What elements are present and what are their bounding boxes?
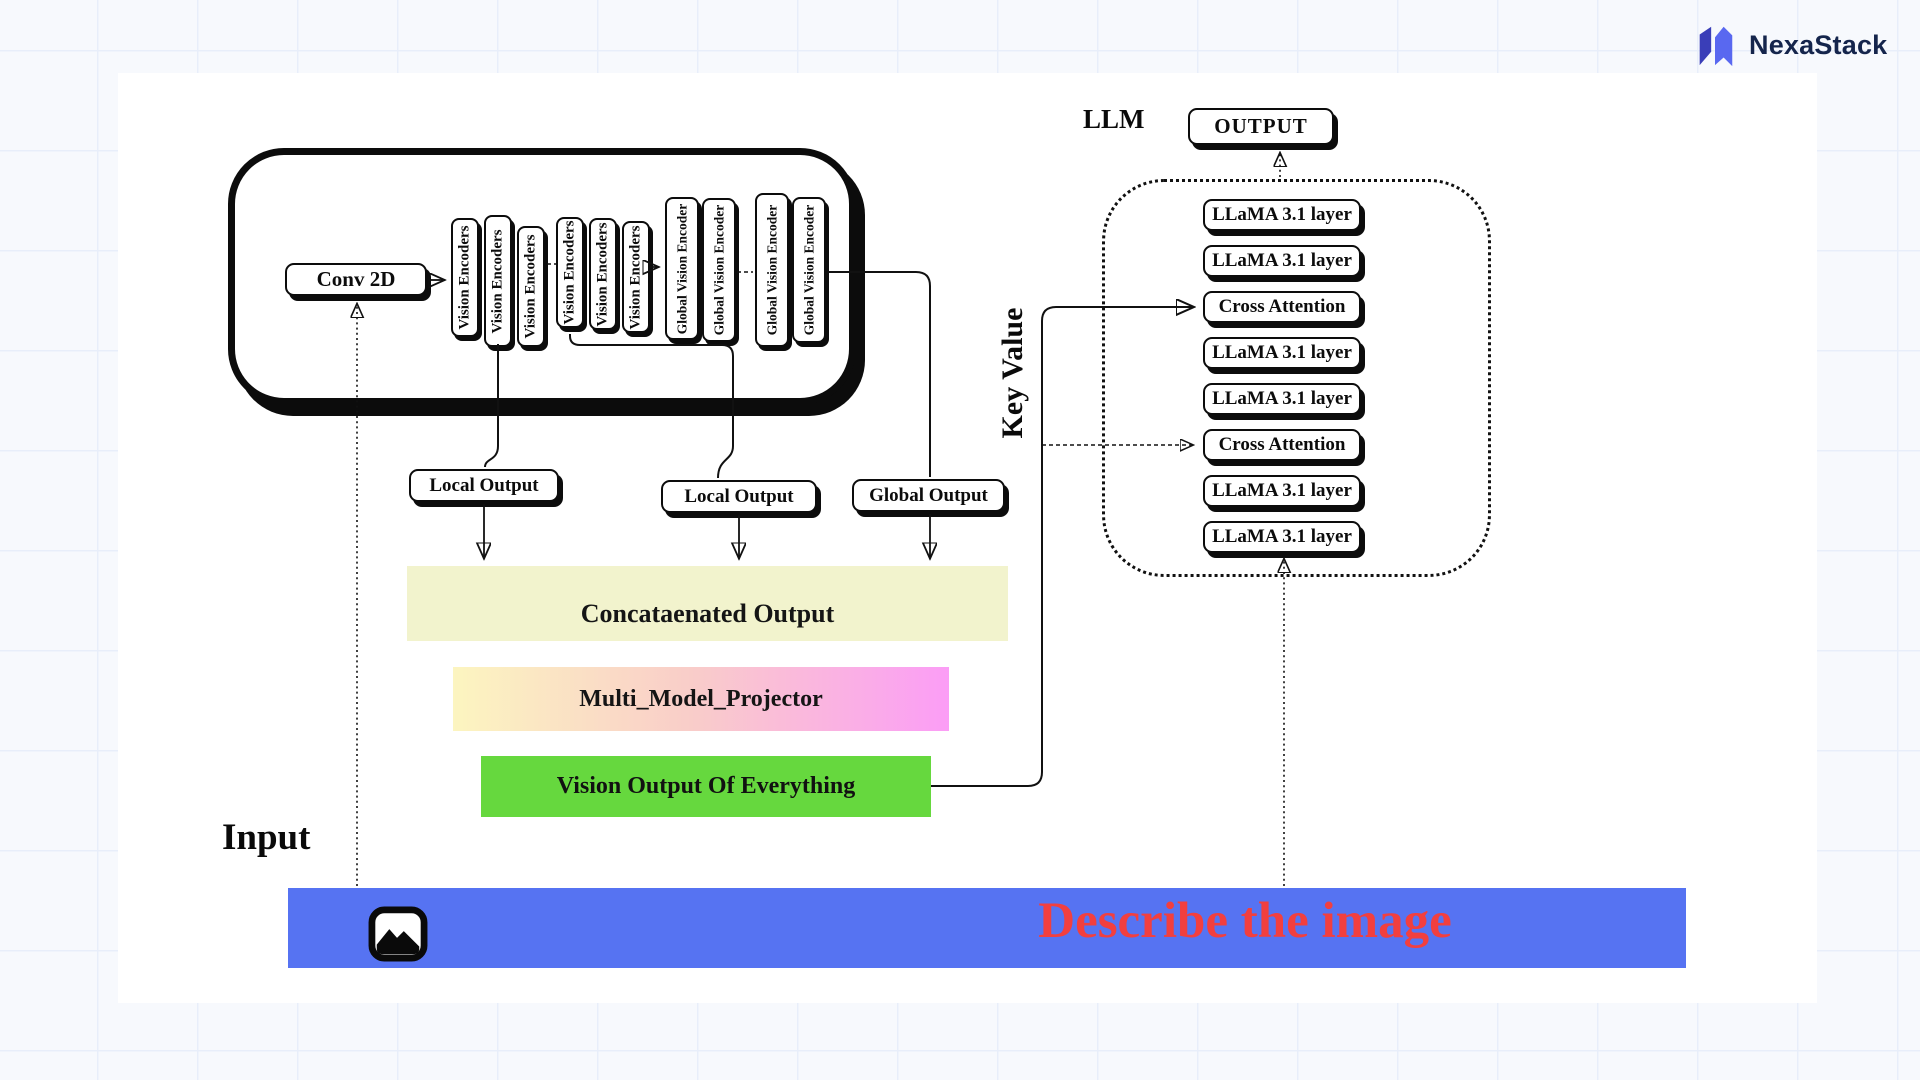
global-vision-encoder-label: Global Vision Encoder — [764, 204, 779, 336]
vision-encoder-label: Vision Encoders — [456, 225, 473, 330]
cross-attention-box: Cross Attention — [1203, 291, 1361, 323]
key-value-label: Key Value — [996, 307, 1029, 439]
llm-layer-label: LLaMA 3.1 layer — [1212, 342, 1352, 363]
llm-layer-label: LLaMA 3.1 layer — [1212, 480, 1352, 501]
prompt-text: Describe the image — [1038, 893, 1452, 949]
global-output-box: Global Output — [852, 479, 1005, 512]
input-label: Input — [222, 817, 311, 858]
local-output-1-label: Local Output — [429, 474, 539, 496]
vision-encoders-box: Vision Encoders — [484, 215, 512, 347]
llama-3-1-layer-box: LLaMA 3.1 layer — [1203, 245, 1361, 277]
local-output-2-label: Local Output — [684, 485, 794, 507]
llama-3-1-layer-box: LLaMA 3.1 layer — [1203, 521, 1361, 553]
llama-3-1-layer-box: LLaMA 3.1 layer — [1203, 337, 1361, 369]
vision-encoder-label: Vision Encoders — [561, 220, 578, 325]
llm-layer-label: LLaMA 3.1 layer — [1212, 526, 1352, 547]
global-vision-encoder-box: Global Vision Encoder — [665, 197, 699, 340]
llm-layer-label: LLaMA 3.1 layer — [1212, 388, 1352, 409]
llama-3-1-layer-box: LLaMA 3.1 layer — [1203, 383, 1361, 415]
llama-3-1-layer-box: LLaMA 3.1 layer — [1203, 475, 1361, 507]
vision-encoder-label: Vision Encoders — [489, 228, 506, 334]
image-icon — [368, 906, 428, 962]
conv2d-label: Conv 2D — [316, 267, 396, 291]
input-bar — [288, 888, 1686, 968]
global-vision-encoder-box: Global Vision Encoder — [755, 193, 789, 347]
local-output-2-box: Local Output — [661, 480, 817, 513]
vision-encoder-label: Vision Encoders — [627, 224, 644, 330]
llm-label: LLM — [1083, 104, 1145, 134]
global-vision-encoder-label: Global Vision Encoder — [674, 203, 689, 334]
vision-encoders-box: Vision Encoders — [451, 218, 479, 337]
vision-encoder-label: Vision Encoders — [594, 221, 611, 327]
nexastack-logo-icon — [1699, 26, 1733, 67]
output-label: OUTPUT — [1214, 114, 1308, 138]
multi-model-projector-label: Multi_Model_Projector — [579, 685, 823, 712]
llm-layer-label: LLaMA 3.1 layer — [1212, 204, 1352, 225]
concatenated-output-label: Concataenated Output — [580, 599, 835, 628]
vision-encoder-label: Vision Encoders — [522, 234, 539, 339]
brand-name: NexaStack — [1749, 29, 1888, 60]
brand-logo[interactable]: NexaStack — [1692, 22, 1887, 68]
cross-attention-box: Cross Attention — [1203, 429, 1361, 461]
multi-model-projector-box: Multi_Model_Projector — [453, 667, 949, 731]
global-output-label: Global Output — [869, 484, 988, 506]
llama-3-1-layer-box: LLaMA 3.1 layer — [1203, 199, 1361, 231]
vision-output-label: Vision Output Of Everything — [556, 773, 856, 799]
global-vision-encoder-box: Global Vision Encoder — [702, 198, 736, 342]
conv2d-box: Conv 2D — [285, 263, 427, 296]
local-output-1-box: Local Output — [409, 469, 559, 502]
global-vision-encoder-label: Global Vision Encoder — [711, 204, 726, 336]
vision-encoders-box: Vision Encoders — [622, 221, 650, 333]
output-box: OUTPUT — [1188, 108, 1334, 145]
llm-layer-label: LLaMA 3.1 layer — [1212, 250, 1352, 271]
concatenated-output-box: Concataenated Output — [407, 566, 1008, 641]
vision-encoders-box: Vision Encoders — [517, 226, 545, 347]
global-vision-encoder-box: Global Vision Encoder — [792, 197, 826, 343]
vision-encoders-box: Vision Encoders — [589, 218, 617, 330]
global-vision-encoder-label: Global Vision Encoder — [801, 204, 816, 336]
llm-dotted-container — [1102, 179, 1491, 577]
llm-layer-label: Cross Attention — [1218, 296, 1346, 317]
llm-layer-label: Cross Attention — [1218, 434, 1346, 455]
vision-encoders-box: Vision Encoders — [556, 217, 584, 328]
vision-output-box: Vision Output Of Everything — [481, 756, 931, 817]
